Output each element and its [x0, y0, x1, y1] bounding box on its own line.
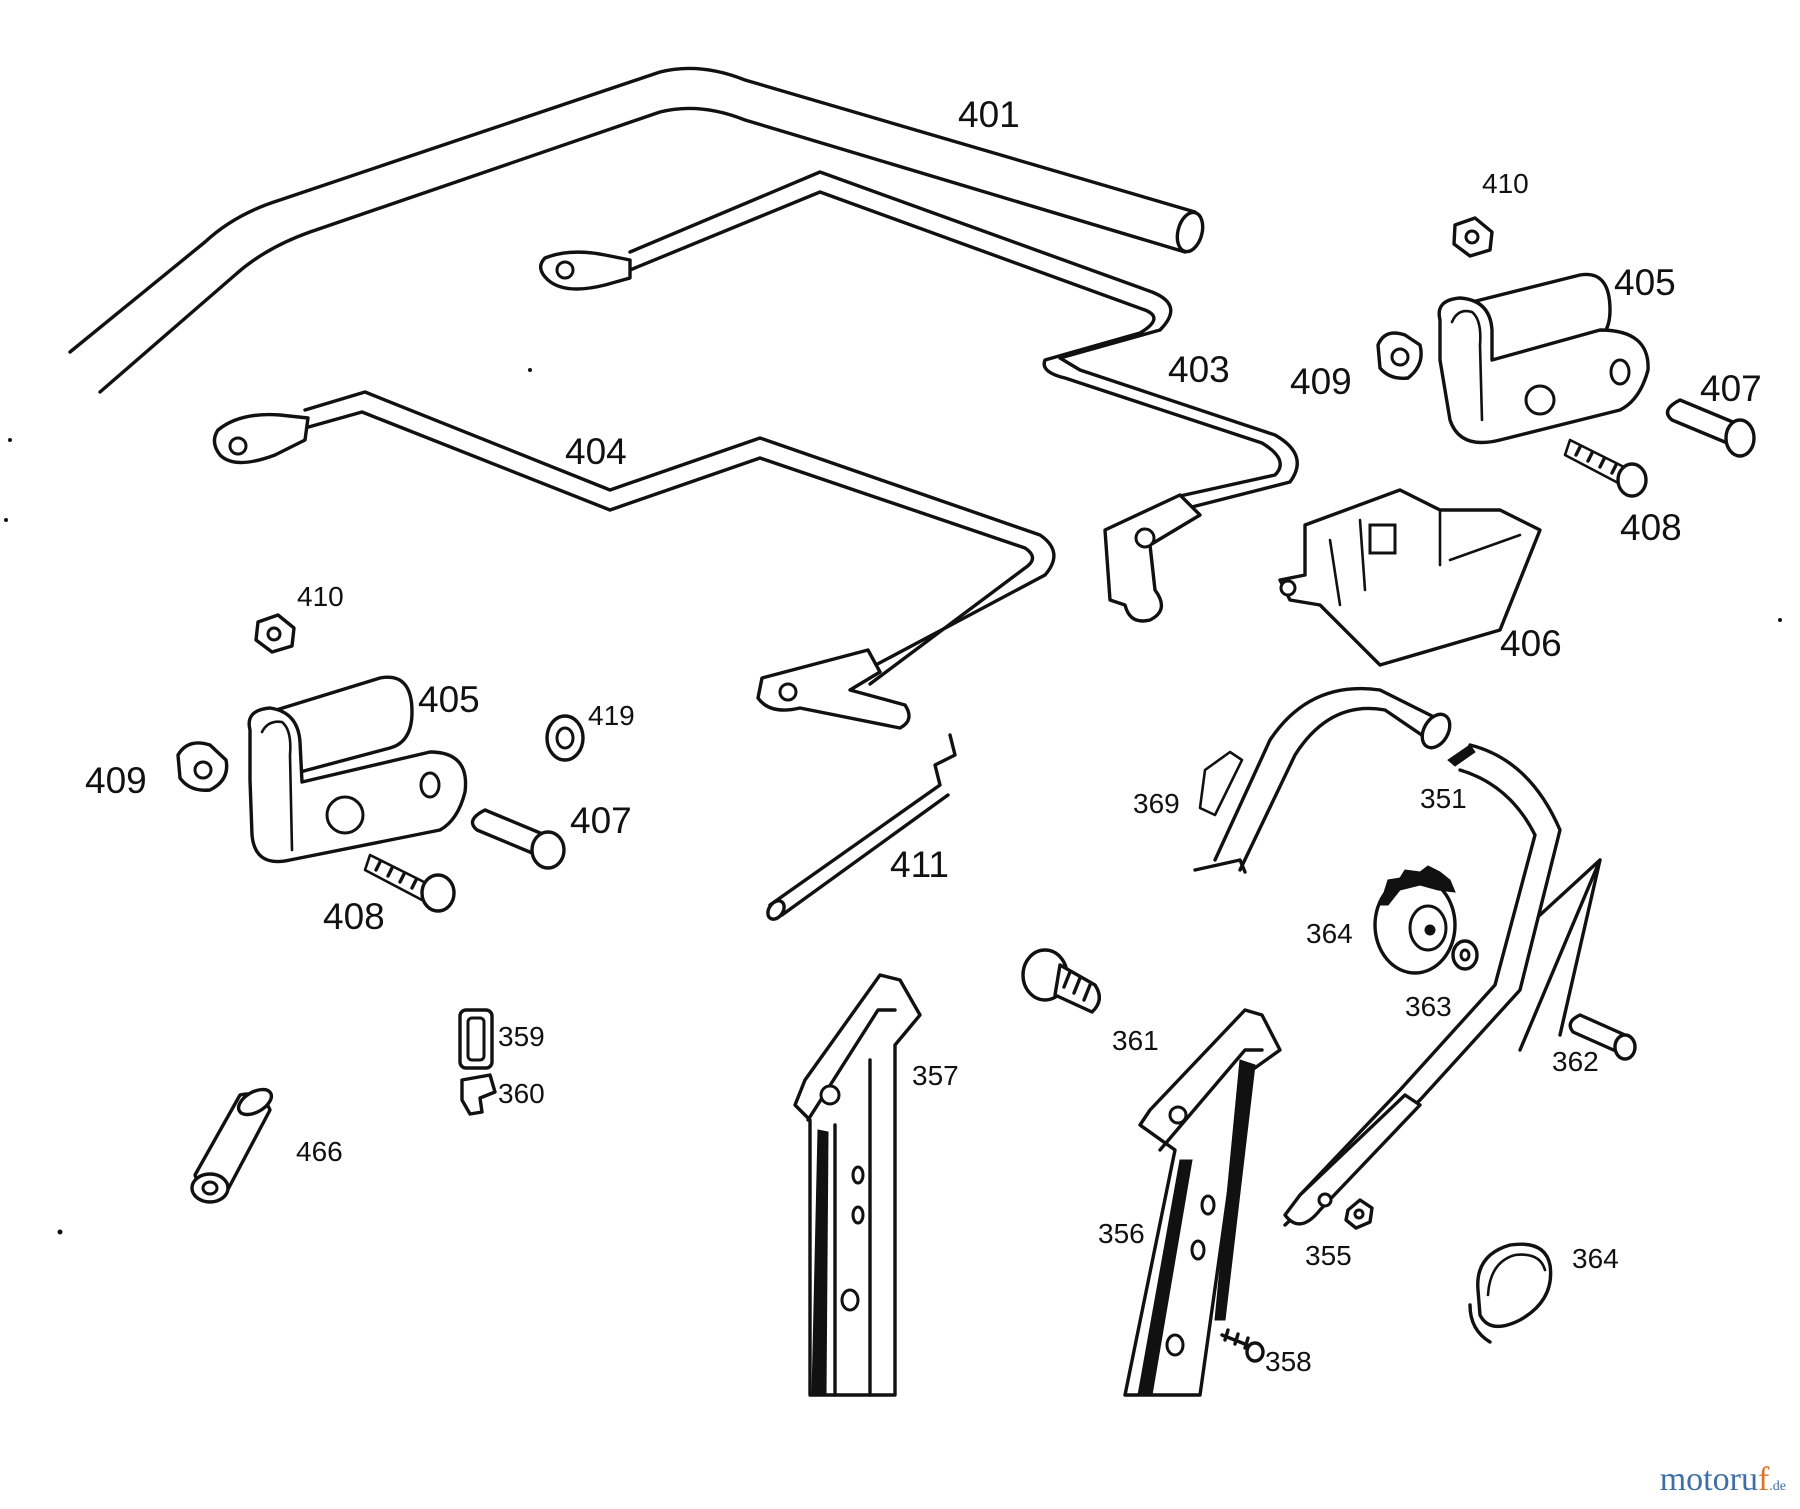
label-407-right: 407: [1700, 368, 1762, 409]
label-356: 356: [1098, 1218, 1145, 1249]
scan-specks: [4, 368, 1782, 1235]
label-403: 403: [1168, 349, 1230, 390]
label-419: 419: [588, 700, 635, 731]
watermark-text-accent: f: [1757, 1461, 1770, 1498]
label-361: 361: [1112, 1025, 1159, 1056]
label-355: 355: [1305, 1240, 1352, 1271]
part-406-cover-plate: [1278, 488, 1542, 667]
label-466: 466: [296, 1136, 343, 1167]
label-410-right: 410: [1482, 168, 1529, 199]
part-360-clip: [460, 1073, 497, 1116]
label-364-cap: 364: [1572, 1243, 1619, 1274]
part-409-cap-right: [1376, 331, 1423, 380]
part-401-handle-bar: [68, 66, 1205, 394]
label-408-right: 408: [1620, 507, 1682, 548]
part-361-bolt: [1021, 948, 1101, 1014]
part-358-screw: [1220, 1328, 1265, 1363]
label-410-left: 410: [297, 581, 344, 612]
part-364-gear-knob: [1373, 865, 1457, 975]
part-364-knob-cap: [1468, 1242, 1553, 1344]
label-363: 363: [1405, 991, 1452, 1022]
part-408-screw-right: [1563, 438, 1648, 498]
part-419-washer: [545, 714, 585, 762]
label-409-left: 409: [85, 760, 147, 801]
label-406: 406: [1500, 623, 1562, 664]
label-409-right: 409: [1290, 361, 1352, 402]
label-404: 404: [565, 431, 627, 472]
label-358: 358: [1265, 1346, 1312, 1377]
part-404-linkage-rod: [212, 390, 1056, 730]
motoruf-watermark: motoruf.de: [1660, 1461, 1786, 1499]
label-405-left: 405: [418, 679, 480, 720]
part-355-nut: [1344, 1198, 1374, 1230]
part-362-bolt: [1568, 1013, 1637, 1061]
label-357: 357: [912, 1060, 959, 1091]
part-411-spring-rod: [766, 733, 957, 921]
label-362: 362: [1552, 1046, 1599, 1077]
label-364-gear: 364: [1306, 918, 1353, 949]
label-408-left: 408: [323, 896, 385, 937]
part-356-frame-bar: [1123, 1008, 1282, 1397]
part-405-hinge-bracket-left: [247, 675, 468, 864]
part-407-bolt-left: [470, 808, 566, 870]
part-359-gasket: [458, 1008, 494, 1070]
part-357-frame-bar: [793, 973, 922, 1397]
label-411: 411: [890, 844, 949, 885]
part-466-sleeve: [190, 1087, 274, 1204]
part-369-clip: [1193, 750, 1247, 874]
part-407-bolt-right: [1665, 398, 1756, 458]
watermark-text-main: motoru: [1659, 1461, 1758, 1498]
label-407-left: 407: [570, 800, 632, 841]
label-351: 351: [1420, 783, 1467, 814]
part-409-cap-left: [176, 741, 229, 792]
label-359: 359: [498, 1021, 545, 1052]
part-403-linkage-rod: [539, 170, 1299, 623]
part-410-nut-left: [254, 613, 296, 654]
watermark-text-suffix: .de: [1769, 1479, 1786, 1494]
label-401: 401: [958, 94, 1020, 135]
label-360: 360: [498, 1078, 545, 1109]
part-351-lower-handle: [1213, 686, 1602, 1227]
label-405-right: 405: [1614, 262, 1676, 303]
label-369: 369: [1133, 788, 1180, 819]
part-405-hinge-bracket-right: [1437, 272, 1650, 445]
part-363-washer: [1451, 939, 1479, 971]
part-410-nut-right: [1452, 216, 1494, 258]
part-408-screw-left: [363, 853, 456, 913]
